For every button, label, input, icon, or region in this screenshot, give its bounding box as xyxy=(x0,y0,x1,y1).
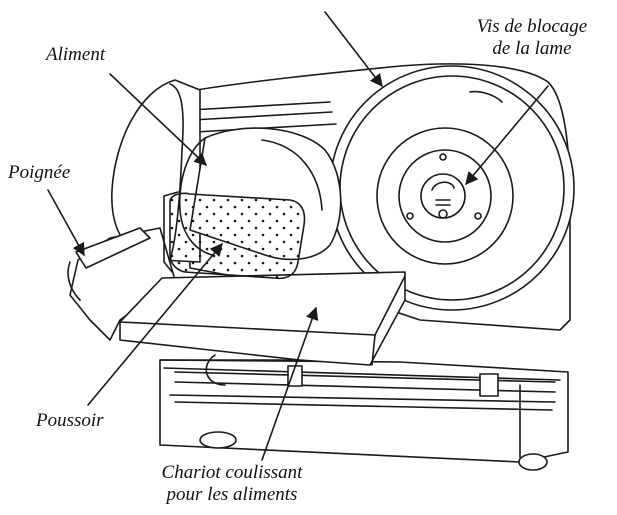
leader-vis xyxy=(465,85,549,185)
slide-rod xyxy=(174,365,556,397)
label-chariot: Chariot coulissant pour les aliments xyxy=(126,462,338,506)
feet xyxy=(199,431,548,471)
label-vis-line1: Vis de blocage xyxy=(476,16,588,37)
leader-chariot xyxy=(261,306,319,461)
handle xyxy=(67,227,151,301)
label-chariot-line1: Chariot coulissant xyxy=(161,462,303,483)
label-aliment: Aliment xyxy=(46,44,106,65)
label-vis-line2: de la lame xyxy=(492,38,572,59)
label-poignee: Poignée xyxy=(8,162,71,183)
label-vis-de-blocage: Vis de blocage de la lame xyxy=(448,16,616,60)
leader-lines xyxy=(47,11,549,461)
leader-aliment xyxy=(109,73,207,166)
label-poussoir: Poussoir xyxy=(36,410,104,431)
leader-poignee xyxy=(47,189,85,257)
leader-poussoir xyxy=(87,243,223,406)
leader-top xyxy=(324,11,383,88)
label-chariot-line2: pour les aliments xyxy=(166,484,298,505)
pusher xyxy=(163,191,306,280)
base-housing xyxy=(159,359,569,463)
